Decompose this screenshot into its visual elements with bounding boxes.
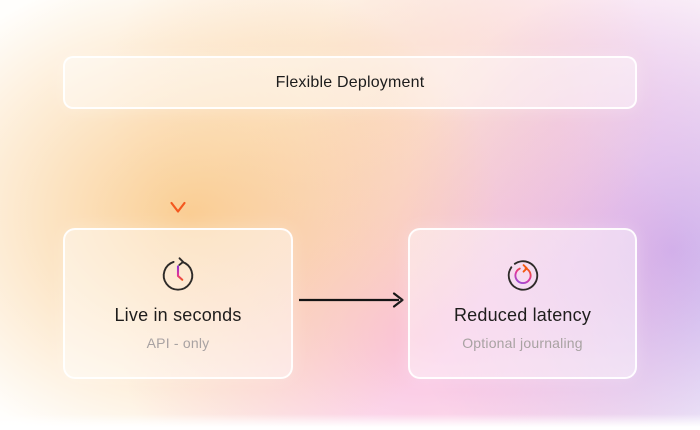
node-live-in-seconds-subtitle: API - only <box>146 335 210 351</box>
node-reduced-latency-subtitle: Optional journaling <box>462 335 583 351</box>
clock-timer-icon <box>162 257 194 291</box>
node-flexible-deployment: Flexible Deployment <box>63 56 637 109</box>
node-reduced-latency-title: Reduced latency <box>453 305 592 325</box>
arrow-right-connector <box>299 292 404 308</box>
node-live-in-seconds: Live in seconds API - only <box>63 228 293 379</box>
arrow-down-connector <box>170 123 186 213</box>
node-flexible-deployment-label: Flexible Deployment <box>275 73 425 91</box>
node-live-in-seconds-title: Live in seconds <box>114 305 242 325</box>
node-reduced-latency: Reduced latency Optional journaling <box>408 228 637 379</box>
refresh-cycle-icon <box>507 260 538 291</box>
